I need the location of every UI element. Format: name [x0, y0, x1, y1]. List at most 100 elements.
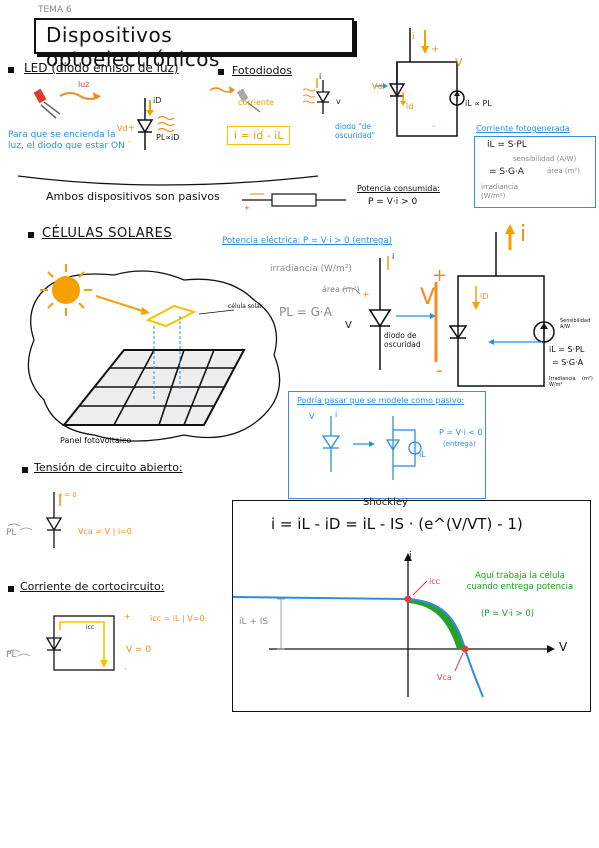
foto-diagram	[209, 78, 331, 114]
offset-label: iL + IS	[239, 617, 269, 627]
svg-text:+: +	[244, 204, 250, 212]
tension-i0: i = 0	[60, 491, 77, 499]
fotogen-sensibilidad: sensibilidad (A/W)	[513, 155, 577, 163]
celulas-sensibilidad-side: Sensibilidad A/W	[560, 318, 591, 330]
svg-text:+: +	[128, 123, 135, 132]
shockley-label: Shockley	[363, 497, 408, 508]
corriente-minus: -	[124, 664, 127, 673]
pasivos-potencia-label: Potencia consumida:	[357, 184, 440, 193]
fotogen-formula2: = S·G·A	[489, 167, 524, 177]
celulas-big-minus: -	[436, 360, 443, 381]
corriente-diagram	[7, 615, 115, 671]
axis-i-label: i	[409, 551, 412, 561]
bullet	[28, 232, 34, 238]
celulas-i-small: i	[392, 252, 395, 261]
led-id: iD	[153, 96, 162, 105]
potencia-electrica: Potencia eléctrica: P = V·i > 0 (entrega…	[222, 236, 392, 246]
pasivos-resistor: +	[242, 193, 346, 212]
led-heading: LED (diodo emisor de luz)	[24, 61, 179, 75]
bullet	[218, 69, 224, 75]
aqui-trabaja-note: Aquí trabaja la célula cuando entrega po…	[466, 571, 574, 592]
solar-panel-illustration	[27, 264, 281, 442]
celulas-irradiancia-side: Irradiancia W/m²	[549, 376, 576, 388]
tema-label: TEMA 6	[38, 5, 72, 15]
celulas-big-plus: +	[432, 265, 448, 286]
corriente-formula: icc = iL | V=0	[150, 614, 205, 623]
vca-label: Vca	[437, 673, 452, 682]
celulas-irradiancia: irradiancia (W/m²)	[270, 264, 352, 274]
foto-id: id	[406, 102, 414, 111]
pasivo-box-formula: P = V·i < 0	[439, 428, 483, 437]
foto-V: V	[455, 56, 463, 69]
celulas-big-i: i	[520, 222, 527, 247]
foto-small-i: i	[319, 72, 322, 81]
fotogen-area: área (m²)	[547, 167, 580, 175]
celulas-il-formula1: iL = S·PL	[549, 345, 585, 354]
svg-text:-: -	[128, 137, 131, 146]
luz-label: luz	[78, 80, 90, 89]
celulas-pl-formula: PL = G·A	[279, 305, 332, 319]
shockley-graph-box: Shockley i = iL - iD = iL - IS · (e^(V/V…	[232, 497, 591, 712]
foto-corriente: corriente	[238, 98, 275, 107]
axis-v-label: V	[559, 640, 568, 654]
bullet	[22, 467, 28, 473]
foto-circuit	[375, 28, 465, 137]
fotogenerada-box: iL = S·PL sensibilidad (A/W) = S·G·A áre…	[474, 136, 596, 208]
bullet	[8, 586, 14, 592]
celula-solar-label: célula solar	[228, 303, 263, 310]
led-diagram: luz + -	[33, 80, 175, 150]
sun-icon	[52, 276, 80, 304]
pasivos-text: Ambos dispositivos son pasivos	[46, 190, 220, 203]
pasivo-box-i: i	[335, 410, 338, 419]
foto-il: iL ∝ PL	[465, 99, 492, 108]
foto-diodo-oscuridad: diodo "de oscuridad"	[335, 122, 376, 140]
celulas-circuit	[434, 224, 555, 387]
led-note: Para que se encienda la luz, el diodo qu…	[8, 130, 125, 151]
shockley-equation: i = iL - iD = iL - IS · (e^(V/VT) - 1)	[271, 515, 523, 533]
corriente-heading: Corriente de cortocircuito:	[20, 580, 165, 593]
celulas-il-formula2: = S·G·A	[552, 358, 584, 367]
celulas-plus-small: +	[362, 290, 370, 300]
led-vd: Vd	[117, 124, 128, 133]
pasivo-box-il: iL	[419, 450, 426, 459]
fotogen-irradiancia: irradiancia (W/m²)	[481, 183, 519, 200]
pasivo-box-title: Podría pasar que se modele como pasivo:	[297, 396, 465, 405]
celulas-heading: CÉLULAS SOLARES	[42, 226, 173, 241]
foto-corriente-fotogenerada: Corriente fotogenerada	[476, 124, 570, 133]
celulas-diodo-oscuridad: diodo de oscuridad	[384, 331, 421, 349]
corriente-v0: V = 0	[126, 645, 152, 655]
celulas-big-V: V	[420, 285, 436, 310]
led-icon	[33, 88, 61, 119]
foto-vd: Vd	[372, 82, 383, 91]
pasivo-box: Podría pasar que se modele como pasivo: …	[288, 391, 486, 499]
foto-formula: i = id - iL	[227, 126, 291, 145]
tension-diagram	[7, 492, 63, 548]
aqui-trabaja-formula: (P = V·i > 0)	[481, 609, 535, 619]
page-title: Dispositivos optoelectrónicos	[46, 23, 220, 71]
foto-minus: -	[432, 121, 436, 132]
celulas-v-small: V	[345, 320, 352, 331]
pasivo-box-circuits	[321, 416, 422, 480]
title-box: Dispositivos optoelectrónicos	[34, 18, 354, 71]
celulas-area-side: (m²)	[582, 376, 593, 382]
pasivos-brace	[17, 175, 319, 186]
icc-label: icc	[429, 577, 441, 586]
foto-circuit-i: i	[412, 32, 415, 42]
pasivo-box-entrega: (entrega)	[443, 440, 476, 448]
foto-heading: Fotodiodos	[232, 64, 292, 77]
tension-heading: Tensión de circuito abierto:	[34, 461, 183, 474]
celulas-diode	[341, 256, 436, 370]
celulas-area: área (m²)	[322, 285, 360, 294]
tension-formula: Vca = V | i=0	[78, 527, 132, 536]
corriente-pl: PL	[6, 650, 17, 660]
pasivos-potencia-formula: P = V·i > 0	[368, 197, 418, 207]
led-pl: PL∝iD	[156, 133, 180, 142]
tension-pl: PL	[6, 528, 17, 538]
fotogen-formula1: iL = S·PL	[487, 140, 527, 150]
pasivo-box-v: V	[309, 412, 315, 421]
iv-curve	[233, 553, 555, 698]
bullet	[8, 67, 14, 73]
celulas-big-id: iD	[480, 292, 489, 301]
foto-small-v: v	[336, 97, 341, 106]
corriente-plus: +	[124, 612, 131, 621]
